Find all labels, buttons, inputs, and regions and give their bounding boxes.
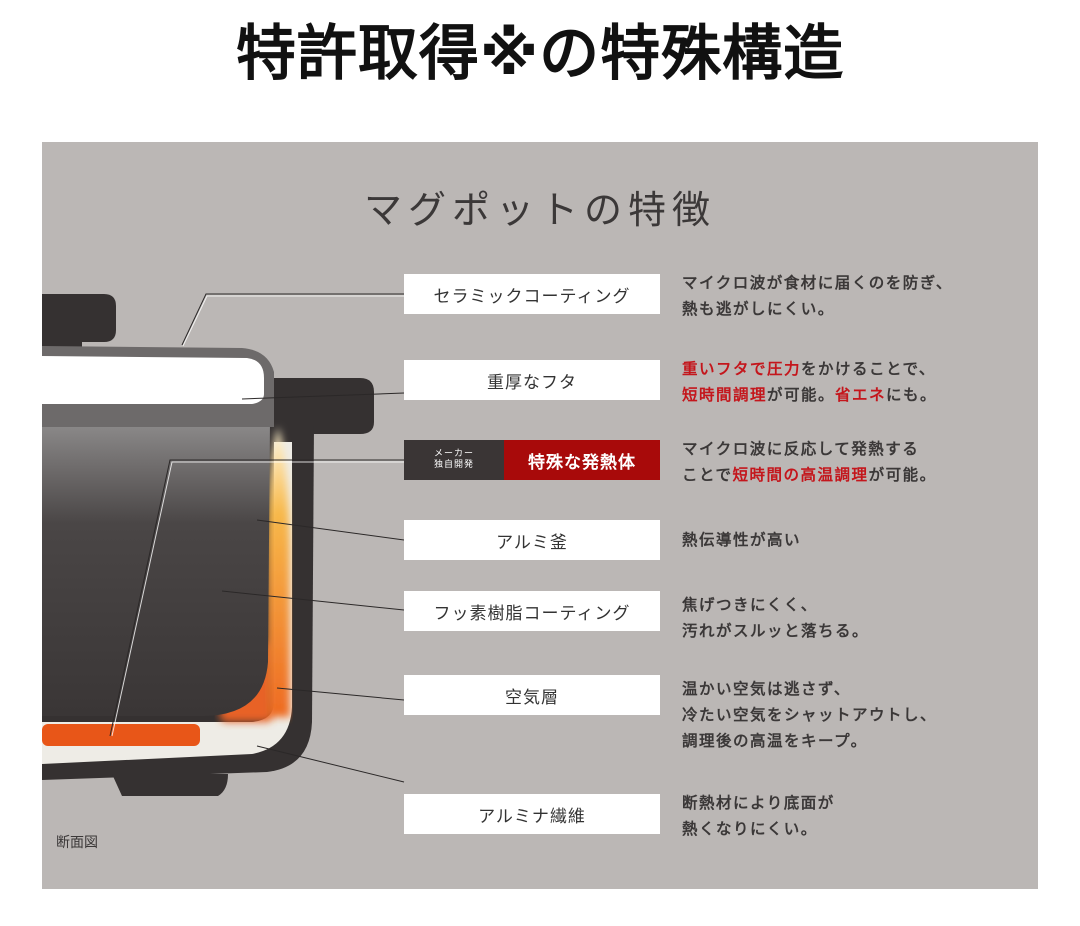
leader-line-fluorine	[221, 590, 405, 611]
panel-title: マグポットの特徴	[363, 188, 716, 232]
feature-desc-ceramic-coating: マイクロ波が食材に届くのを防ぎ、熱も逃がしにくい。	[682, 270, 1022, 322]
maker-tag-line1: メーカー	[433, 449, 474, 459]
desc-line: 熱伝導性が高い	[682, 527, 1022, 553]
feature-desc-special-heater: マイクロ波に反応して発熱することで短時間の高温調理が可能。	[682, 436, 1022, 488]
desc-line: 断熱材により底面が	[682, 790, 1022, 816]
desc-text: 温かい空気は逃さず、	[682, 680, 851, 698]
cross-section-caption: 断面図	[56, 835, 98, 851]
feature-label-special-heater: メーカー 独自開発 特殊な発熱体	[404, 440, 660, 480]
desc-line: 調理後の高温をキープ。	[682, 728, 1022, 754]
desc-line: 重いフタで圧力をかけることで、	[682, 356, 1022, 382]
desc-text: が可能。	[767, 386, 836, 404]
desc-text: ことで	[682, 466, 733, 484]
feature-desc-heavy-lid: 重いフタで圧力をかけることで、短時間調理が可能。省エネにも。	[682, 356, 1022, 408]
feature-label-alumina-fiber: アルミナ繊維	[404, 794, 660, 834]
desc-text: 調理後の高温をキープ。	[682, 732, 868, 750]
desc-text: にも。	[886, 386, 938, 404]
emphasis-text: 省エネ	[835, 386, 887, 404]
feature-label-aluminum-pot: アルミ釜	[404, 520, 660, 560]
desc-line: マイクロ波に反応して発熱する	[682, 436, 1022, 462]
desc-line: 焦げつきにくく、	[682, 592, 1022, 618]
lid-knob-icon	[42, 294, 116, 362]
page-title: 特許取得※の特殊構造	[235, 19, 845, 89]
desc-text: が可能。	[868, 466, 937, 484]
desc-text: をかけることで、	[801, 360, 936, 378]
special-heater-name: 特殊な発熱体	[504, 440, 660, 480]
desc-text: マイクロ波に反応して発熱する	[682, 440, 920, 458]
leader-line-alumina	[256, 745, 405, 783]
desc-line: 短時間調理が可能。省エネにも。	[682, 382, 1022, 408]
feature-desc-air-layer: 温かい空気は逃さず、冷たい空気をシャットアウトし、調理後の高温をキープ。	[682, 676, 1022, 754]
desc-text: 冷たい空気をシャットアウトし、	[682, 706, 938, 724]
desc-text: 熱くなりにくい。	[682, 820, 818, 838]
emphasis-text: 重いフタで圧力	[682, 360, 802, 378]
desc-line: 冷たい空気をシャットアウトし、	[682, 702, 1022, 728]
feature-label-ceramic-coating: セラミックコーティング	[404, 274, 660, 314]
pot-cross-section-illustration	[42, 293, 405, 796]
desc-text: 熱も逃がしにくい。	[682, 300, 835, 318]
feature-desc-aluminum-pot: 熱伝導性が高い	[682, 527, 1022, 553]
feature-desc-fluorine-coating: 焦げつきにくく、汚れがスルッと落ちる。	[682, 592, 1022, 644]
maker-original-badge: メーカー 独自開発	[404, 440, 504, 480]
leader-line-aluminum-pot	[256, 519, 405, 541]
feature-label-fluorine-coating: フッ素樹脂コーティング	[404, 591, 660, 631]
emphasis-text: 短時間の高温調理	[732, 466, 869, 484]
desc-line: 熱くなりにくい。	[682, 816, 1022, 842]
desc-line: ことで短時間の高温調理が可能。	[682, 462, 1022, 488]
leader-line-heater	[109, 459, 404, 737]
feature-panel: マグポットの特徴	[42, 142, 1038, 889]
desc-line: マイクロ波が食材に届くのを防ぎ、	[682, 270, 1022, 296]
feature-label-heavy-lid: 重厚なフタ	[404, 360, 660, 400]
leader-line-lid	[241, 392, 405, 400]
desc-text: 汚れがスルッと落ちる。	[682, 622, 870, 640]
leader-line-ceramic	[181, 293, 404, 346]
feature-label-air-layer: 空気層	[404, 675, 660, 715]
desc-line: 熱も逃がしにくい。	[682, 296, 1022, 322]
leader-line-air-layer	[276, 687, 405, 701]
emphasis-text: 短時間調理	[682, 386, 768, 404]
desc-line: 汚れがスルッと落ちる。	[682, 618, 1022, 644]
desc-text: マイクロ波が食材に届くのを防ぎ、	[682, 274, 953, 292]
desc-line: 温かい空気は逃さず、	[682, 676, 1022, 702]
maker-tag-line2: 独自開発	[433, 460, 474, 470]
desc-text: 熱伝導性が高い	[682, 531, 802, 549]
desc-text: 焦げつきにくく、	[682, 596, 818, 614]
feature-desc-alumina-fiber: 断熱材により底面が熱くなりにくい。	[682, 790, 1022, 842]
desc-text: 断熱材により底面が	[682, 794, 835, 812]
